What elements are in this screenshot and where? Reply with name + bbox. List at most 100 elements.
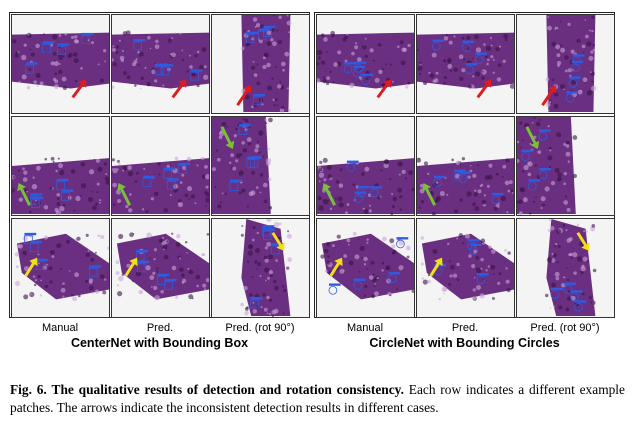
histology-image	[317, 219, 414, 317]
detection-marker-icon	[24, 235, 33, 245]
caption-text: Each row indicates a different example p…	[10, 382, 625, 415]
image-cell	[211, 218, 310, 318]
arrow-icon	[376, 79, 392, 99]
histology-image	[112, 219, 209, 317]
image-cell	[516, 218, 615, 318]
column-label-manual: Manual	[346, 322, 384, 334]
arrow-icon	[322, 182, 336, 206]
caption-bold-text: The qualitative results of detection and…	[51, 382, 404, 397]
detection-marker-icon	[166, 180, 176, 190]
arrow-icon	[422, 182, 436, 206]
column-label-pred: Pred.	[146, 322, 174, 334]
image-cell	[11, 218, 110, 318]
detection-marker-icon	[433, 178, 442, 187]
detection-marker-icon	[388, 274, 397, 284]
detection-marker-icon	[491, 195, 501, 205]
image-cell	[111, 218, 210, 318]
image-cell	[316, 218, 415, 318]
histology-image	[12, 117, 109, 215]
detection-marker-icon	[431, 42, 441, 51]
arrow-icon	[576, 231, 590, 251]
detection-marker-icon	[476, 275, 486, 285]
arrow-icon	[17, 182, 31, 206]
column-label-pred-rot: Pred. (rot 90°)	[225, 322, 295, 334]
detection-marker-icon	[453, 172, 463, 181]
detection-marker-icon	[461, 43, 471, 52]
detection-marker-icon	[352, 68, 362, 77]
detection-marker-icon	[270, 245, 280, 255]
panel-title-circlenet: CircleNet with Bounding Circles	[369, 336, 560, 350]
arrow-icon	[71, 79, 87, 99]
histology-image	[112, 15, 209, 113]
arrow-icon	[541, 85, 557, 106]
detection-marker-icon	[346, 163, 356, 172]
circlenet-panel	[314, 12, 615, 318]
arrow-icon	[476, 79, 492, 99]
tissue-region	[112, 32, 209, 89]
arrow-icon	[117, 182, 131, 206]
image-cell	[416, 14, 515, 114]
histology-image	[317, 15, 414, 113]
detection-marker-icon	[133, 41, 142, 51]
panel-title-centernet: CenterNet with Bounding Box	[70, 336, 249, 350]
image-cell	[111, 116, 210, 216]
detection-marker-icon	[229, 182, 239, 191]
detection-marker-icon	[154, 66, 164, 75]
detection-marker-icon	[250, 299, 259, 309]
detection-marker-icon	[458, 174, 468, 183]
detection-marker-icon	[81, 35, 91, 45]
detection-marker-icon	[135, 252, 145, 262]
tissue-region	[421, 233, 514, 300]
image-cell	[111, 14, 210, 114]
detection-marker-icon	[137, 263, 146, 273]
detection-marker-icon	[160, 66, 170, 76]
histology-image	[12, 15, 109, 113]
detection-marker-icon	[262, 231, 272, 240]
detection-marker-icon	[88, 267, 98, 277]
image-cell	[316, 14, 415, 114]
tissue-region	[212, 117, 271, 215]
detection-marker-icon	[163, 170, 172, 179]
figure-caption: Fig. 6. The qualitative results of detec…	[10, 381, 625, 417]
detection-marker-icon	[563, 285, 573, 294]
histology-image	[517, 219, 614, 317]
detection-marker-icon	[565, 93, 575, 103]
detection-marker-icon	[25, 64, 34, 74]
tissue-region	[16, 233, 109, 300]
arrow-icon	[329, 257, 343, 277]
detection-marker-icon	[572, 56, 582, 66]
detection-marker-icon	[42, 43, 51, 53]
detection-marker-icon	[190, 71, 200, 81]
detection-marker-icon	[467, 241, 476, 251]
histology-image	[12, 219, 109, 317]
histology-image	[417, 15, 514, 113]
image-cell	[11, 14, 110, 114]
tissue-region	[317, 32, 414, 89]
detection-marker-icon	[238, 126, 248, 136]
detection-marker-icon	[246, 159, 256, 168]
detection-marker-icon	[571, 63, 580, 72]
arrow-icon	[171, 79, 187, 99]
image-cell	[416, 218, 515, 318]
column-label-pred-rot: Pred. (rot 90°)	[530, 322, 600, 334]
image-cell	[516, 14, 615, 114]
detection-marker-icon	[396, 239, 405, 249]
image-cell	[516, 116, 615, 216]
detection-marker-icon	[56, 181, 65, 191]
image-cell	[316, 116, 415, 216]
image-cell	[416, 116, 515, 216]
centernet-panel	[9, 12, 310, 318]
detection-marker-icon	[29, 195, 39, 205]
detection-marker-icon	[245, 34, 255, 43]
detection-marker-icon	[570, 292, 579, 302]
detection-marker-icon	[249, 158, 259, 168]
column-label-manual: Manual	[41, 322, 79, 334]
detection-marker-icon	[35, 261, 45, 270]
arrow-icon	[124, 257, 138, 277]
detection-marker-icon	[61, 192, 70, 201]
detection-marker-icon	[465, 65, 474, 75]
detection-marker-icon	[568, 79, 578, 88]
detection-marker-icon	[550, 290, 560, 299]
detection-marker-icon	[262, 227, 271, 237]
detection-marker-icon	[343, 64, 353, 74]
